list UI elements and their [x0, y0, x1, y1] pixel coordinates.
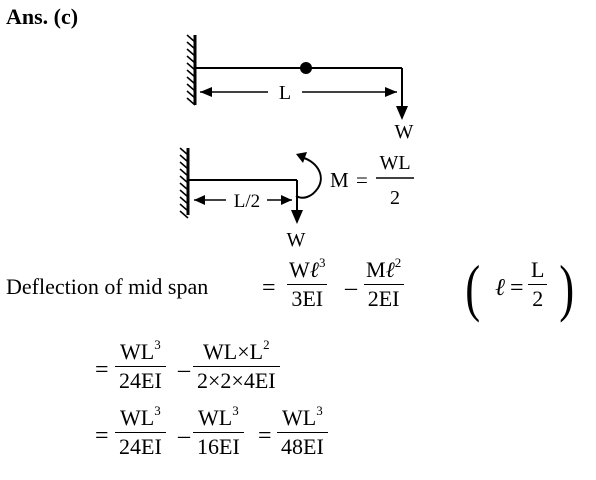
- fraction-wlxl2-over-2x2x4ei: WL×L2 2×2×4EI: [193, 338, 280, 395]
- minus-sign: –: [345, 275, 357, 301]
- hatch-line: [186, 34, 196, 43]
- minus-sign: –: [178, 357, 190, 383]
- condition-equals: =: [510, 275, 524, 301]
- fraction-m-l2-over-2ei: Mℓ2 2EI: [362, 256, 405, 313]
- numerator-exponent: 3: [154, 403, 161, 418]
- hatch-line: [186, 55, 196, 64]
- fraction-wl3-over-16ei: WL3 16EI: [193, 404, 244, 461]
- load-arrowhead: [291, 210, 303, 224]
- equals-sign: =: [95, 357, 109, 383]
- fraction-l-over-2: L 2: [527, 256, 548, 313]
- denominator: 24EI: [115, 366, 166, 395]
- beam-diagrams: L W L/2 W M = WL 2: [179, 34, 414, 251]
- hatch-line: [179, 168, 189, 177]
- fraction-wl3-over-48ei: WL3 48EI: [277, 404, 328, 461]
- moment-arrowhead: [296, 152, 307, 163]
- equals-sign: =: [258, 423, 272, 449]
- numerator-variable: ℓ: [309, 257, 319, 282]
- hatch-line: [179, 189, 189, 198]
- wall-hatching: [186, 34, 196, 106]
- left-paren: (: [465, 252, 481, 323]
- numerator-exponent: 3: [154, 337, 161, 352]
- equals-sign: =: [95, 423, 109, 449]
- moment-numerator: WL: [379, 152, 410, 174]
- dimension-arrow-right: [281, 195, 292, 205]
- hatch-line: [186, 48, 196, 57]
- load-label: W: [287, 229, 306, 251]
- denominator: 24EI: [115, 432, 166, 461]
- hatch-line: [179, 210, 189, 219]
- numerator: WL×L: [203, 339, 264, 364]
- numerator: L: [531, 257, 545, 282]
- denominator: 2×2×4EI: [193, 366, 280, 395]
- moment-denominator: 2: [390, 187, 400, 209]
- numerator-exponent: 2: [394, 255, 402, 270]
- cantilever-full-figure: L W: [186, 34, 414, 143]
- hatch-line: [179, 161, 189, 170]
- equals-sign: =: [262, 275, 276, 301]
- hatch-line: [179, 175, 189, 184]
- hatch-line: [179, 203, 189, 212]
- numerator-exponent: 3: [318, 255, 326, 270]
- denominator: 2EI: [363, 284, 404, 313]
- dimension-arrow-right: [385, 87, 397, 97]
- denominator: 3EI: [287, 284, 328, 313]
- half-length-label: L/2: [234, 191, 260, 212]
- load-arrowhead: [396, 106, 408, 120]
- mid-span-point: [300, 62, 312, 74]
- fraction-wl3-over-24ei: WL3 24EI: [115, 404, 166, 461]
- numerator: WL: [120, 405, 155, 430]
- dimension-arrow-left: [194, 195, 205, 205]
- fraction-wl3-over-24ei: WL3 24EI: [115, 338, 166, 395]
- hatch-line: [179, 182, 189, 191]
- hatch-line: [179, 147, 189, 156]
- moment-symbol: M: [330, 168, 349, 192]
- hatch-line: [186, 97, 196, 106]
- numerator-exponent: 2: [263, 337, 270, 352]
- denominator: 48EI: [277, 432, 328, 461]
- denominator: 16EI: [193, 432, 244, 461]
- answer-label: Ans. (c): [6, 4, 79, 29]
- hatch-line: [186, 76, 196, 85]
- hatch-line: [186, 41, 196, 50]
- numerator: WL: [198, 405, 233, 430]
- numerator-base: M: [366, 257, 386, 282]
- moment-equals: =: [356, 168, 368, 192]
- numerator-base: W: [289, 257, 310, 282]
- hatch-line: [186, 69, 196, 78]
- numerator-variable: ℓ: [385, 257, 395, 282]
- wall-hatching: [179, 147, 189, 219]
- numerator: WL: [282, 405, 317, 430]
- numerator: WL: [120, 339, 155, 364]
- numerator-exponent: 3: [316, 403, 323, 418]
- hatch-line: [179, 196, 189, 205]
- load-label: W: [395, 121, 414, 143]
- right-paren: ): [559, 252, 575, 323]
- hatch-line: [186, 90, 196, 99]
- length-label: L: [279, 82, 291, 104]
- denominator: 2: [528, 284, 548, 313]
- dimension-arrow-left: [200, 87, 212, 97]
- cantilever-half-figure: L/2 W M = WL 2: [179, 147, 414, 251]
- condition-variable: ℓ: [495, 275, 505, 301]
- hatch-line: [186, 62, 196, 71]
- fraction-w-l3-over-3ei: Wℓ3 3EI: [285, 256, 329, 313]
- moment-arc: [295, 156, 322, 199]
- hatch-line: [179, 154, 189, 163]
- hatch-line: [186, 83, 196, 92]
- numerator-exponent: 3: [232, 403, 239, 418]
- deflection-label: Deflection of mid span: [6, 274, 209, 299]
- minus-sign: –: [178, 423, 190, 449]
